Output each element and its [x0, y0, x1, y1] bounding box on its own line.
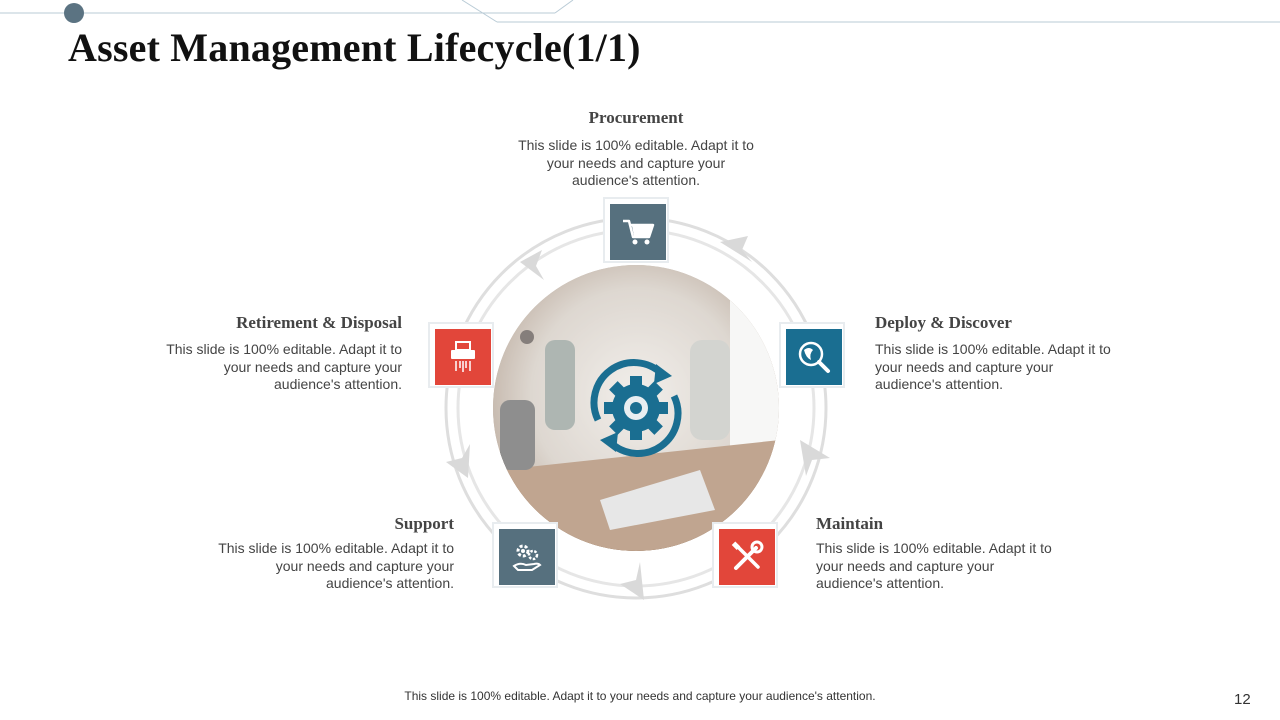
maintain-text-line: audience's attention.	[816, 575, 944, 591]
maintain-text-line: This slide is 100% editable. Adapt it to	[816, 540, 1052, 556]
retirement-text-line: audience's attention.	[274, 376, 402, 392]
footer-text: This slide is 100% editable. Adapt it to…	[404, 689, 876, 703]
deploy-text: This slide is 100% editable. Adapt it to…	[875, 341, 1155, 394]
support-text-line: audience's attention.	[326, 575, 454, 591]
maintain-text: This slide is 100% editable. Adapt it to…	[816, 540, 1096, 593]
retirement-icon-frame	[428, 322, 494, 388]
procurement-text-line: This slide is 100% editable. Adapt it to	[518, 137, 754, 153]
support-text-line: your needs and capture your	[275, 557, 454, 574]
procurement-text-line: your needs and capture your	[546, 154, 726, 171]
deploy-icon-frame	[779, 322, 845, 388]
retirement-title: Retirement & Disposal	[236, 313, 402, 332]
gear-cycle-icon	[590, 359, 682, 457]
top-decoration	[0, 0, 1280, 23]
page-number: 12	[1234, 691, 1251, 708]
slide-title: Asset Management Lifecycle(1/1)	[68, 25, 641, 70]
deploy-text-line: audience's attention.	[875, 376, 1003, 392]
maintain-icon-box	[719, 529, 775, 585]
deploy-icon-box	[786, 329, 842, 385]
gears-hand-icon	[512, 544, 542, 571]
retirement-text: This slide is 100% editable. Adapt it to…	[122, 341, 402, 394]
retirement-text-line: This slide is 100% editable. Adapt it to	[166, 341, 402, 357]
procurement-text-line: audience's attention.	[572, 172, 700, 188]
maintain-icon-frame	[712, 522, 778, 588]
deploy-title: Deploy & Discover	[875, 313, 1012, 332]
tools-icon	[731, 540, 764, 570]
shredder-icon	[451, 341, 475, 372]
support-icon-frame	[492, 522, 558, 588]
support-text-line: This slide is 100% editable. Adapt it to	[218, 540, 454, 556]
procurement-title: Procurement	[588, 108, 684, 127]
procurement-icon-box	[610, 204, 666, 260]
maintain-title: Maintain	[816, 514, 884, 533]
support-icon-box	[499, 529, 555, 585]
maintain-text-line: your needs and capture your	[816, 557, 995, 574]
decoration-dot	[64, 3, 84, 23]
support-text: This slide is 100% editable. Adapt it to…	[174, 540, 454, 593]
retirement-text-line: your needs and capture your	[223, 358, 402, 375]
ring-arrow	[446, 236, 830, 600]
support-title: Support	[394, 514, 454, 533]
deploy-text-line: This slide is 100% editable. Adapt it to	[875, 341, 1111, 357]
shopping-cart-icon	[623, 219, 655, 245]
globe-search-icon	[798, 341, 830, 373]
deploy-text-line: your needs and capture your	[875, 358, 1054, 375]
retirement-icon-box	[435, 329, 491, 385]
procurement-icon-frame	[603, 197, 669, 263]
procurement-text: This slide is 100% editable. Adapt it to…	[496, 137, 776, 190]
